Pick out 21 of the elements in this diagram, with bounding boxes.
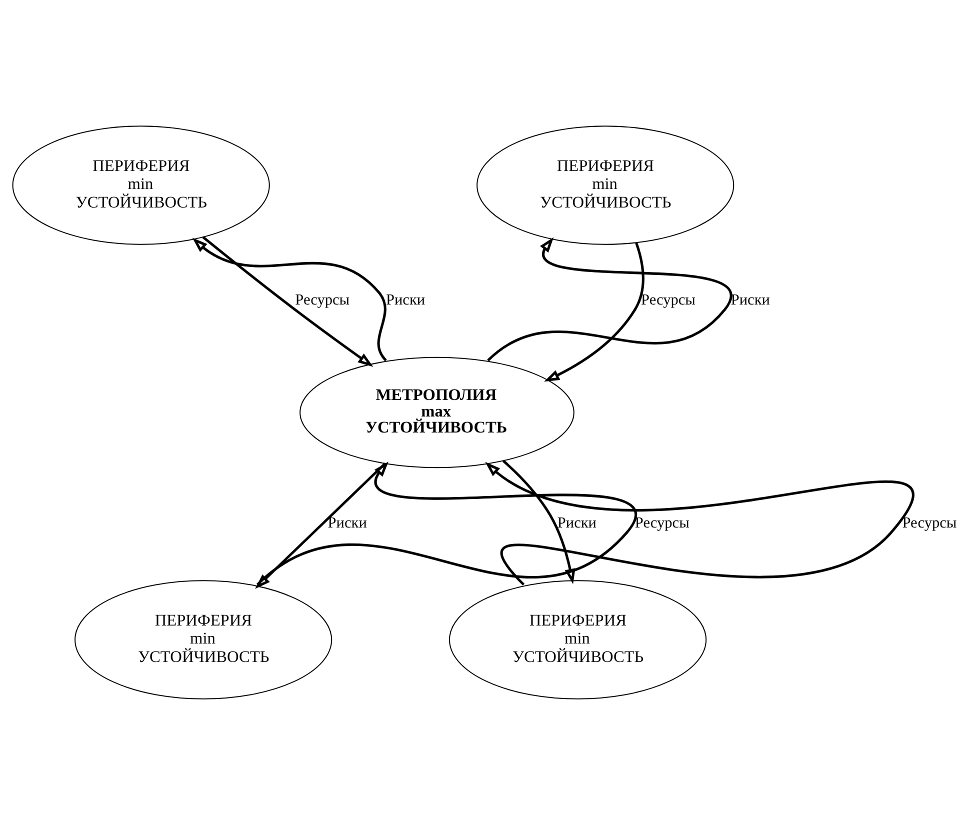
arrow [256,462,636,586]
arrow [502,460,576,584]
edge-label: Риски [328,514,367,532]
node-ellipse: ПЕРИФЕРИЯ min УСТОЙЧИВОСТЬ [448,580,707,700]
node-ellipse: МЕТРОПОЛИЯ max УСТОЙЧИВОСТЬ [300,356,574,468]
arrow [255,462,386,589]
node-ellipse: ПЕРИФЕРИЯ min УСТОЙЧИВОСТЬ [74,580,332,700]
edge-label: Риски [386,292,426,309]
arrow [485,462,913,586]
arrow [544,242,644,382]
edge-label: Ресурсы [902,514,957,532]
edge-label: Риски [557,514,596,532]
edge-label: Ресурсы [634,514,690,532]
edge-label: Ресурсы [641,292,696,309]
node-ellipse: ПЕРИФЕРИЯ min УСТОЙЧИВОСТЬ [12,126,270,245]
edge-label: Риски [730,292,770,309]
node-ellipse: ПЕРИФЕРИЯ min УСТОЙЧИВОСТЬ [476,126,734,245]
arrow [487,237,732,362]
edge-label: Ресурсы [295,292,350,309]
arrow [192,238,387,362]
arrow [202,236,374,367]
